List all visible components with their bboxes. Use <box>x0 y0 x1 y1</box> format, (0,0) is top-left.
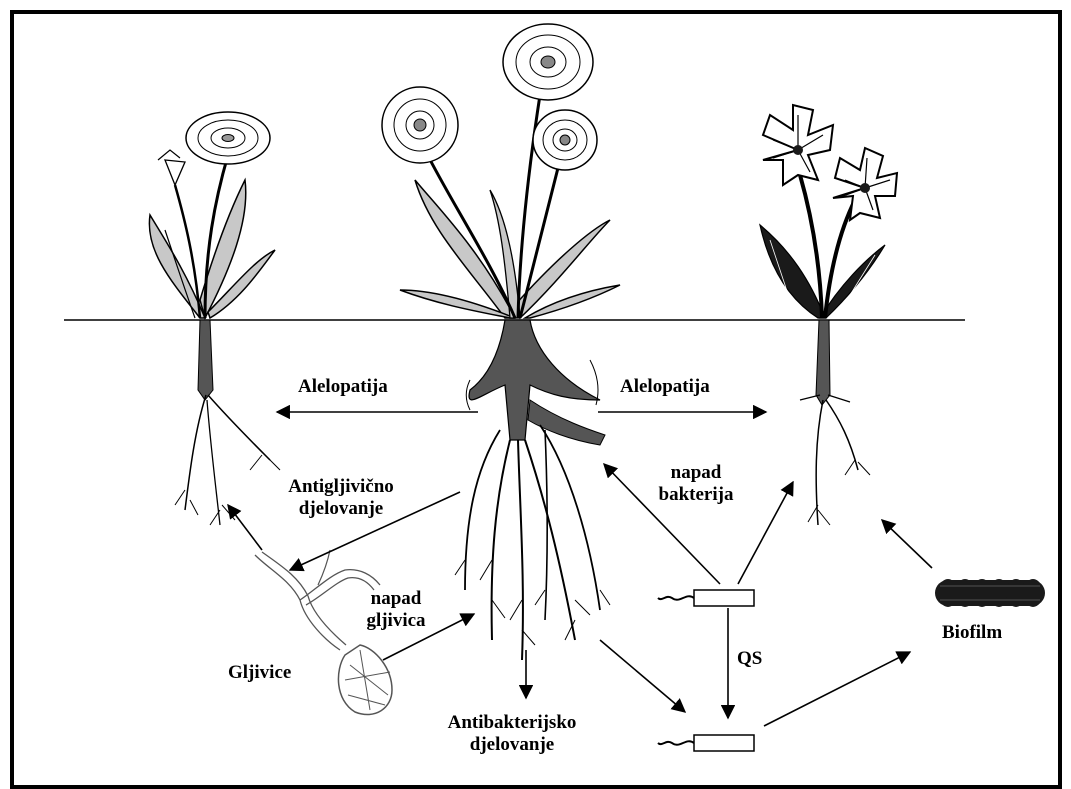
antifungal-label: Antigljivično djelovanje <box>268 476 414 520</box>
center-dandelion <box>382 24 620 660</box>
antibacterial-line2: djelovanje <box>432 734 592 756</box>
allelopathy-left-label: Alelopatija <box>298 376 388 398</box>
left-dandelion <box>149 112 280 525</box>
antifungal-line2: djelovanje <box>268 498 414 520</box>
biofilm-label: Biofilm <box>942 622 1002 644</box>
bacterium-top <box>658 590 754 606</box>
bacterial-attack-line2: bakterija <box>646 484 746 506</box>
arrow-bacterial-attack-right <box>738 482 793 584</box>
bacterial-attack-label: napad bakterija <box>646 462 746 506</box>
antifungal-line1: Antigljivično <box>268 476 414 498</box>
arrow-to-biofilm <box>764 652 910 726</box>
arrow-biofilm-to-right-root <box>882 520 932 568</box>
right-flower-plant <box>760 105 897 525</box>
allelopathy-right-label: Alelopatija <box>620 376 710 398</box>
biofilm-drawing <box>935 579 1045 607</box>
fungal-attack-line2: gljivica <box>356 610 436 632</box>
antibacterial-line1: Antibakterijsko <box>432 712 592 734</box>
bacterium-bottom <box>658 735 754 751</box>
fungal-attack-line1: napad <box>356 588 436 610</box>
antibacterial-label: Antibakterijsko djelovanje <box>432 712 592 756</box>
bacterial-attack-line1: napad <box>646 462 746 484</box>
fungi-label: Gljivice <box>228 662 291 684</box>
qs-label: QS <box>737 648 762 670</box>
arrow-fungi-to-left-root <box>228 505 262 550</box>
arrow-roots-to-bacterium <box>600 640 685 712</box>
fungal-attack-label: napad gljivica <box>356 588 436 632</box>
fungus-drawing <box>255 550 392 715</box>
